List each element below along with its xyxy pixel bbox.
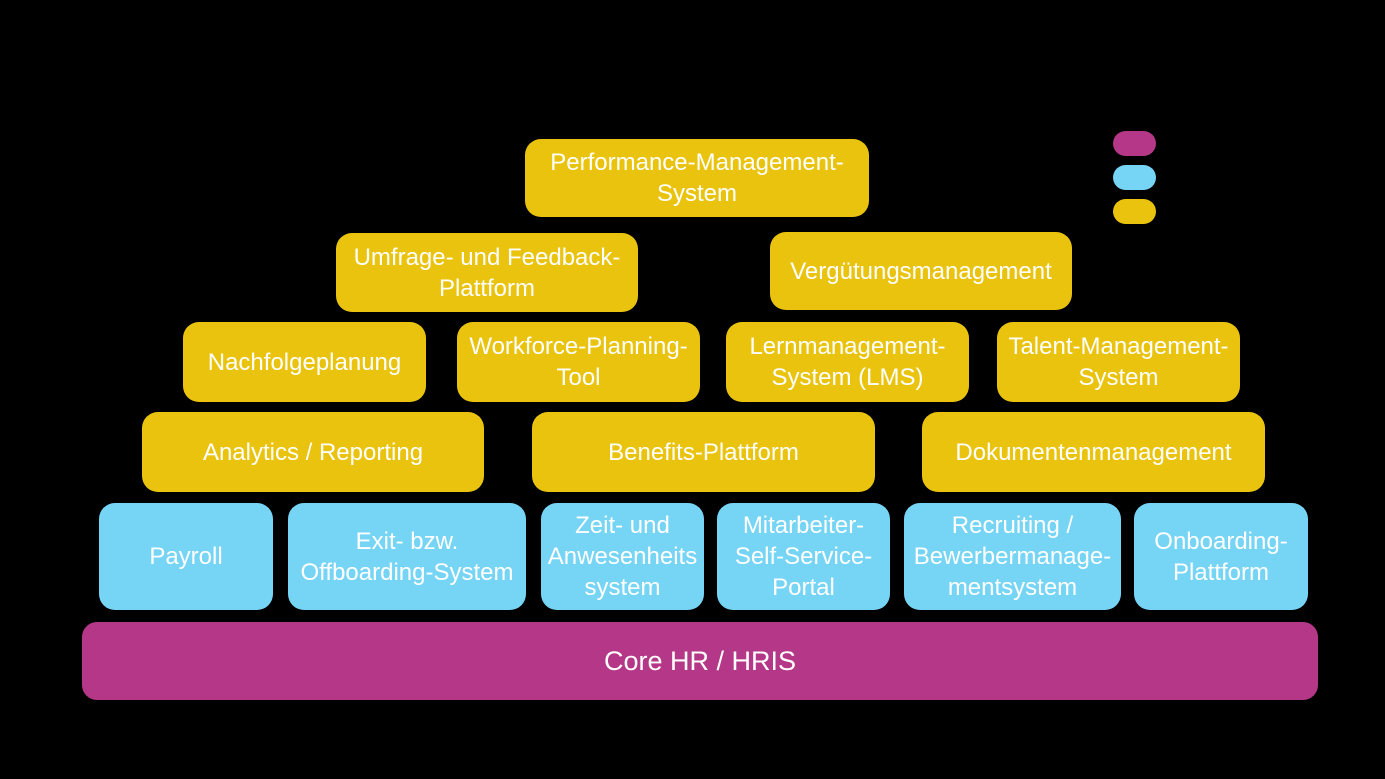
box-mitarbeiter-self-service-portal: Mitarbeiter- Self-Service- Portal	[717, 503, 890, 610]
box-performance-management-system: Performance-Management- System	[525, 139, 869, 217]
legend-blue-pill-icon	[1113, 165, 1156, 190]
box-exit-offboarding-system: Exit- bzw. Offboarding-System	[288, 503, 526, 610]
box-payroll: Payroll	[99, 503, 273, 610]
legend-magenta-pill-icon	[1113, 131, 1156, 156]
box-core-hr-hris: Core HR / HRIS	[82, 622, 1318, 700]
legend-yellow-pill-icon	[1113, 199, 1156, 224]
box-talent-management-system: Talent-Management- System	[997, 322, 1240, 402]
box-verguetungsmanagement: Vergütungsmanagement	[770, 232, 1072, 310]
box-dokumentenmanagement: Dokumentenmanagement	[922, 412, 1265, 492]
box-zeit-anwesenheitssystem: Zeit- und Anwesenheits system	[541, 503, 704, 610]
box-umfrage-feedback-plattform: Umfrage- und Feedback- Plattform	[336, 233, 638, 312]
box-analytics-reporting: Analytics / Reporting	[142, 412, 484, 492]
box-nachfolgeplanung: Nachfolgeplanung	[183, 322, 426, 402]
box-benefits-plattform: Benefits-Plattform	[532, 412, 875, 492]
box-onboarding-plattform: Onboarding- Plattform	[1134, 503, 1308, 610]
box-recruiting-bewerbermanagementsystem: Recruiting / Bewerbermanage- mentsystem	[904, 503, 1121, 610]
box-workforce-planning-tool: Workforce-Planning- Tool	[457, 322, 700, 402]
box-lernmanagement-system-lms: Lernmanagement- System (LMS)	[726, 322, 969, 402]
